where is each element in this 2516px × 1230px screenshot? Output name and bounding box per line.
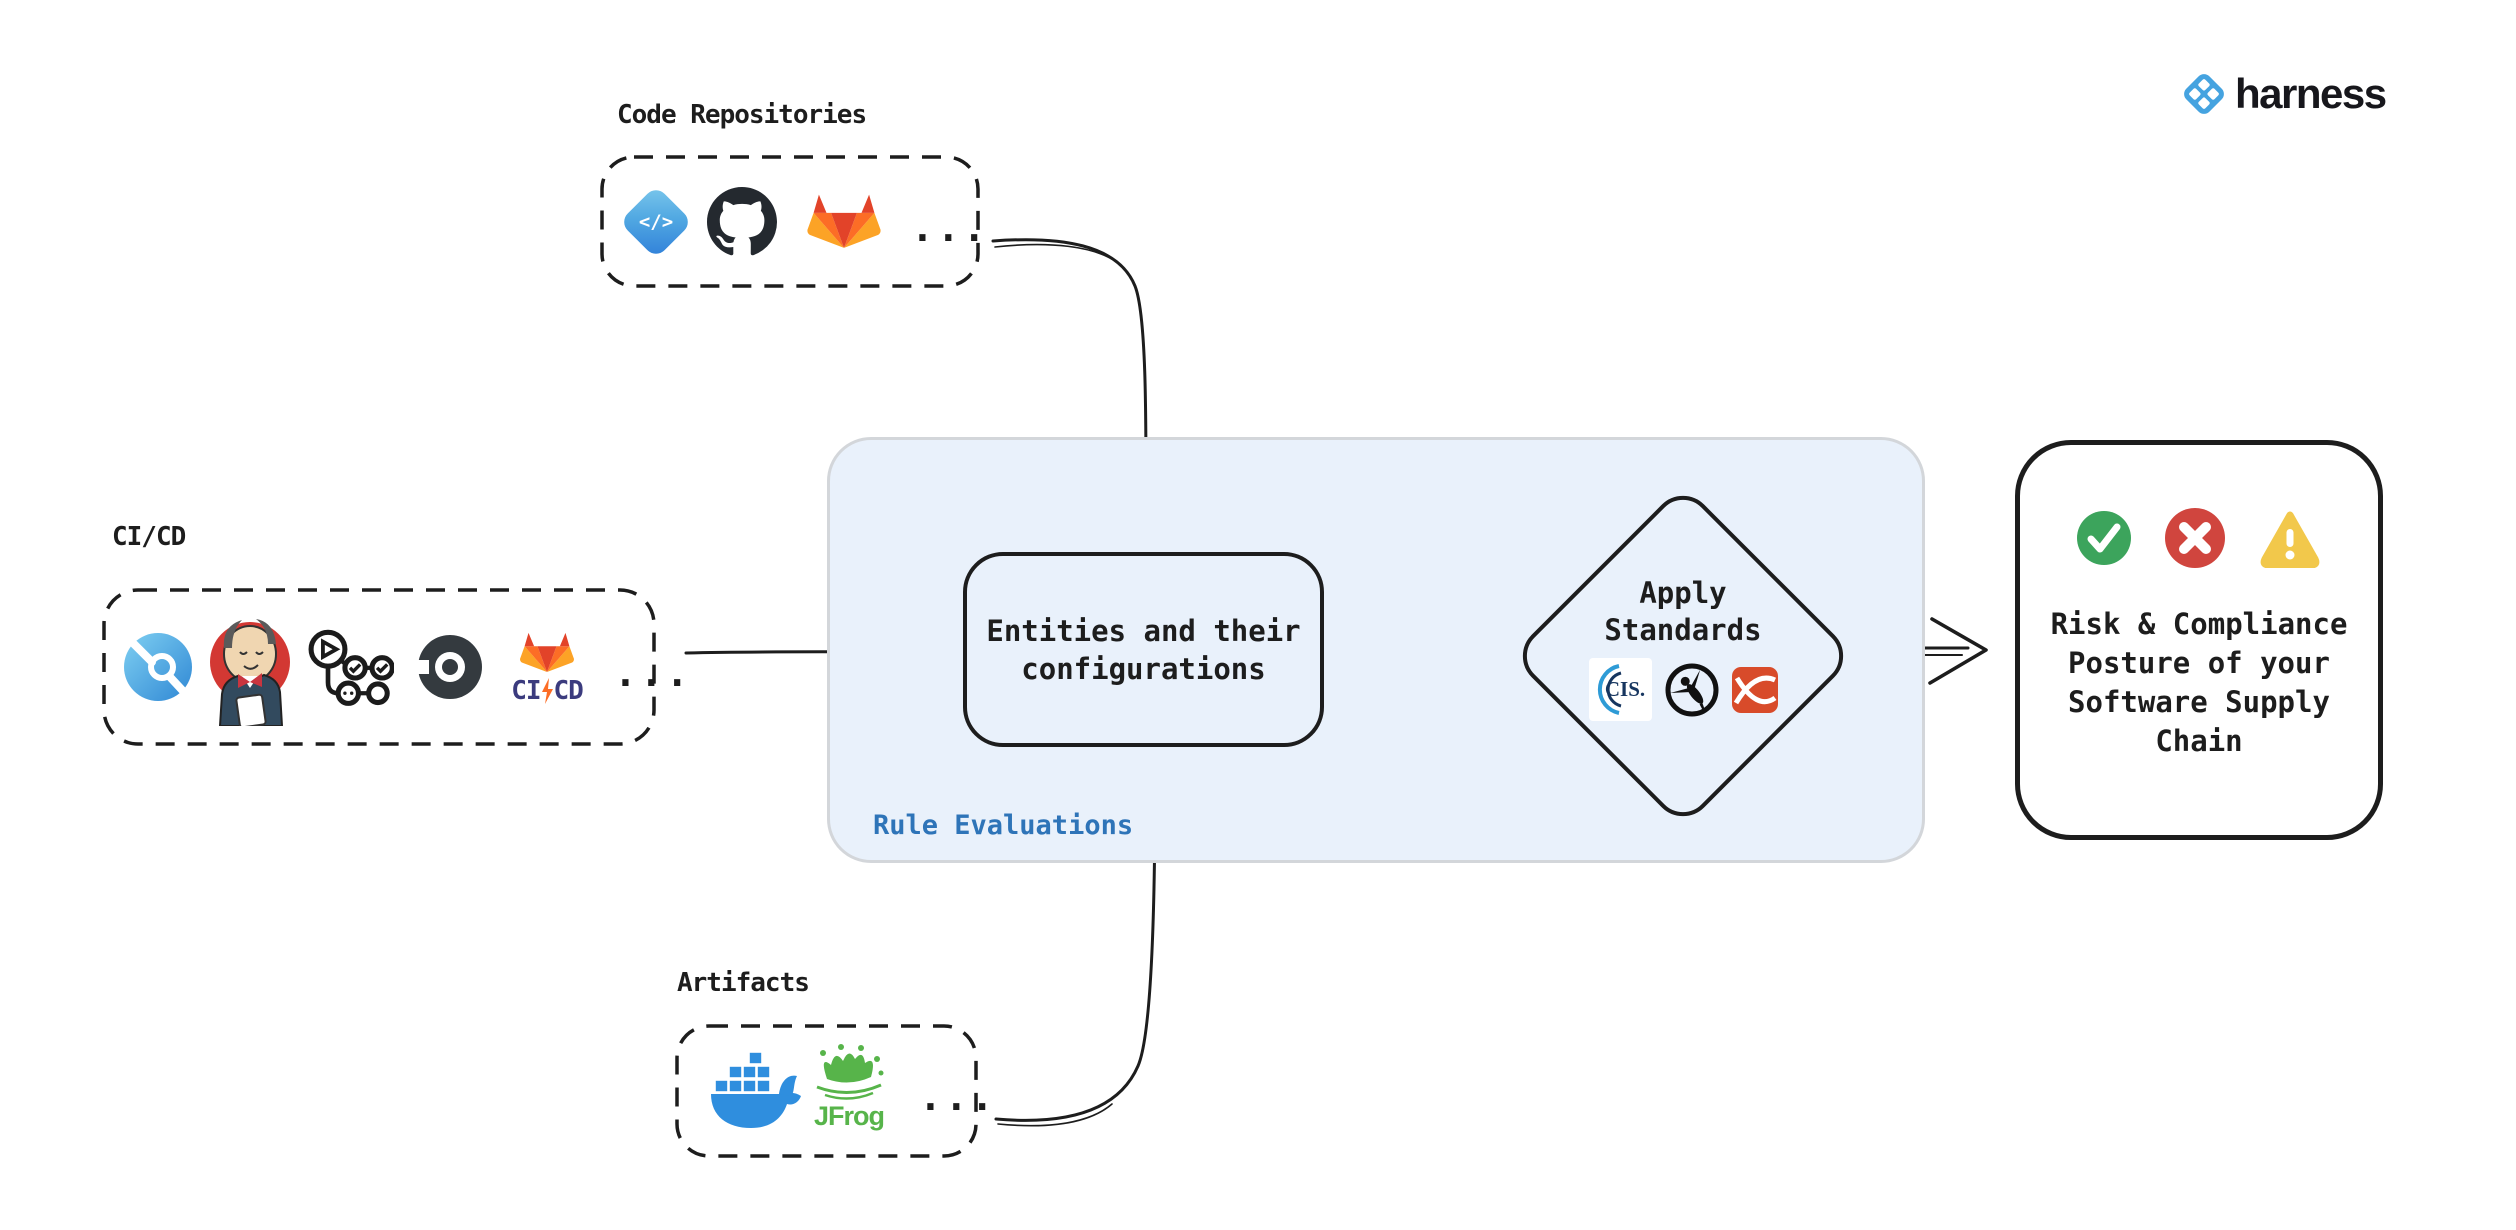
artifacts-label: Artifacts [677,968,810,998]
gitlab-cd-text: CD [553,676,584,706]
outcome-line-1: Risk & Compliance [2050,607,2348,641]
apply-standards-line-1: Apply [1639,576,1727,610]
outcome-line-2: Posture of your [2068,646,2330,680]
jfrog-icon: JFrog [807,1043,891,1139]
dashed-border [675,1024,978,1158]
jenkins-icon [208,608,292,726]
check-circle-icon [2076,510,2132,566]
cross-circle-icon [2164,507,2226,569]
cicd-label: CI/CD [112,522,186,552]
apply-standards-line-2: Standards [1604,613,1762,647]
rule-evaluations-label: Rule Evaluations [873,810,1134,841]
github-icon [707,186,777,257]
warning-triangle-icon [2258,508,2322,568]
lightning-bolt-icon [541,678,553,704]
cis-benchmark-icon: CIS. [1588,658,1652,721]
more-tools-ellipsis: ... [911,205,989,250]
entities-line-2: configurations [1021,651,1266,686]
code-repositories-group: </> ... [600,155,986,288]
status-icons-row [2020,507,2378,569]
gitlab-icon [806,187,882,257]
code-glyph: </> [638,210,674,233]
risk-compliance-outcome-node: Risk & Compliance Posture of your Softwa… [2015,440,2383,840]
owasp-icon [1664,662,1720,718]
dashed-border [600,155,980,288]
concourse-ci-icon [122,631,194,703]
apply-standards-content: Apply Standards CIS. [1563,575,1803,721]
more-tools-ellipsis: ... [919,1075,997,1119]
harness-diamond-icon [2184,74,2224,114]
dashed-border [102,588,656,746]
more-tools-ellipsis: ... [614,651,692,695]
red-crossed-ribbons-standard-icon [1731,666,1778,713]
entities-line-1: Entities and their [986,613,1301,648]
cis-text: CIS. [1604,677,1646,701]
cicd-group: CI CD ... [102,588,689,746]
outcome-line-3: Software Supply [2068,685,2330,719]
harness-logo: harness [2180,70,2387,118]
gitlab-ci-text: CI [511,676,541,706]
docker-icon [709,1050,801,1132]
outcome-text: Risk & Compliance Posture of your Softwa… [2020,605,2378,761]
gitlab-fox-icon [520,632,574,673]
circleci-icon [416,633,484,701]
entities-node: Entities and their configurations [963,552,1324,747]
harness-wordmark: harness [2235,70,2387,117]
github-actions-icon [306,626,394,708]
gitlab-cicd-icon: CI CD [504,630,590,704]
code-repositories-label: Code Repositories [617,100,867,130]
outcome-line-4: Chain [2155,724,2243,758]
artifacts-group: JFrog ... [675,1024,994,1158]
code-repo-icon: </> [619,184,693,259]
rule-evaluations-panel: Rule Evaluations Entities and their conf… [827,437,1925,863]
jfrog-wordmark: JFrog [813,1101,885,1131]
